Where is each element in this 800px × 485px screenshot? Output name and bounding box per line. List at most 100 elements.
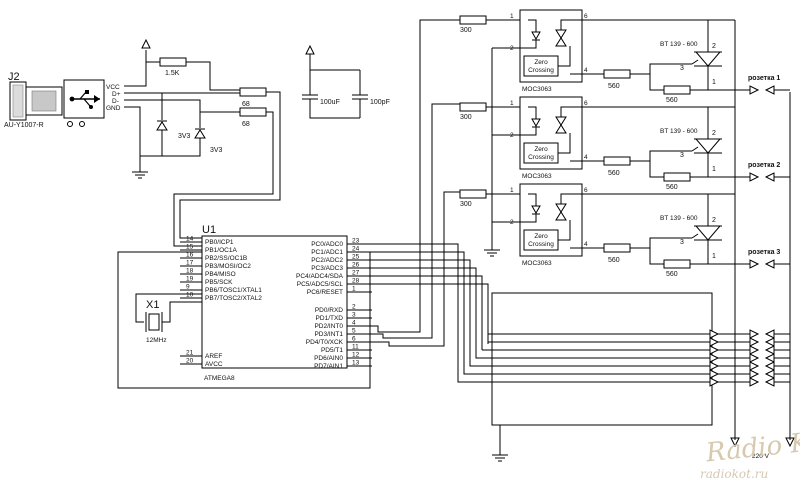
- triac-pin-2: 2: [712, 130, 716, 137]
- mcu-ref: U1: [202, 224, 216, 236]
- resistor-gate-value: 560: [666, 184, 678, 191]
- triac-pin-3: 3: [680, 65, 684, 72]
- mcu-pin-num: 17: [186, 260, 194, 267]
- mcu-pin-num: 23: [352, 238, 360, 245]
- triac-pin-3: 3: [680, 239, 684, 246]
- resistor-output-value: 560: [608, 83, 620, 90]
- led-icon: [531, 118, 541, 128]
- cap-1-value: 100uF: [320, 99, 340, 106]
- opto-pin-4: 4: [584, 154, 588, 161]
- mcu-pin-num: 3: [352, 312, 356, 319]
- resistor-dplus: [239, 87, 267, 97]
- triac-part: BT 139 - 600: [660, 128, 698, 135]
- mcu-pin-name: PB2/SS/OC1B: [205, 255, 247, 262]
- led-icon: [531, 31, 541, 41]
- mcu-pin-num: 24: [352, 246, 360, 253]
- zener-1-value: 3V3: [178, 133, 191, 140]
- mcu-pin-num: 25: [352, 254, 360, 261]
- output-arrow-icon: [709, 345, 720, 355]
- opto-pin-6: 6: [584, 13, 588, 20]
- mcu-pin-name: PD1/TXD: [316, 315, 344, 322]
- resistor-output: [603, 156, 631, 166]
- resistor-gate: [663, 259, 691, 269]
- mcu-pin-name: PB0/ICP1: [205, 239, 234, 246]
- led-icon: [531, 205, 541, 215]
- output-arrow-icon: [709, 353, 720, 363]
- triac-pin-1: 1: [712, 79, 716, 86]
- opto-part: MOC3063: [522, 173, 552, 180]
- mcu-pin-num: 28: [352, 278, 360, 285]
- mcu-pin-num: 14: [186, 236, 194, 243]
- output-arrow-icon: [749, 377, 760, 387]
- mcu-pin-num: 19: [186, 276, 194, 283]
- mcu-pin-num: 11: [352, 344, 359, 351]
- mcu-pin-num: 1: [352, 286, 356, 293]
- triac-icon: [694, 51, 722, 67]
- mcu-pin-num: 18: [186, 268, 194, 275]
- crystal-value: 12MHz: [146, 337, 167, 344]
- output-arrow-icon: [709, 329, 720, 339]
- mcu-pin-name: PD7/AIN1: [314, 363, 343, 370]
- mcu-pin-num: 5: [352, 328, 356, 335]
- watermark-url: radiokot.ru: [700, 467, 768, 481]
- mcu-pin-name: PC5/ADC5/SCL: [297, 281, 344, 288]
- opto-pin-4: 4: [584, 67, 588, 74]
- mcu-pin-name: PC1/ADC1: [311, 249, 343, 256]
- mcu-pin-name: PB4/MISO: [205, 271, 236, 278]
- crystal: X1 12MHz: [135, 293, 202, 344]
- mcu-pin-num: 10: [186, 292, 194, 299]
- resistor-output: [603, 243, 631, 253]
- resistor-gate-value: 560: [666, 271, 678, 278]
- resistor-output-value: 560: [608, 170, 620, 177]
- opto-part: MOC3063: [522, 260, 552, 267]
- zero-crossing-label: Zero: [534, 59, 548, 66]
- mcu-pin-name: PD0/RXD: [315, 307, 343, 314]
- opto-ground-bus: [484, 48, 500, 257]
- output-arrow-icon: [749, 369, 760, 379]
- resistor-pullup-value: 1.5K: [165, 70, 180, 77]
- mcu-pin-num: 2: [352, 304, 356, 311]
- mcu-pin-num: 21: [186, 350, 194, 357]
- triac-pin-2: 2: [712, 43, 716, 50]
- opto-pin-6: 6: [584, 187, 588, 194]
- resistor-dminus-value: 68: [242, 121, 250, 128]
- vcc-arrow-icon: [141, 38, 151, 49]
- mcu-pin-name: PD5/T1: [321, 347, 343, 354]
- resistor-input: [459, 15, 487, 25]
- zero-crossing-label: Crossing: [528, 67, 554, 74]
- opto-pin-1: 1: [510, 187, 514, 194]
- mcu-pin-name: AVCC: [205, 361, 223, 368]
- output-arrow-icon: [709, 377, 720, 387]
- crystal-ref: X1: [146, 299, 159, 311]
- resistor-input-value: 300: [460, 27, 472, 34]
- opto-pin-4: 4: [584, 241, 588, 248]
- triac-pin-3: 3: [680, 152, 684, 159]
- usb-part: AU-Y1007-R: [4, 122, 44, 129]
- mcu-pin-num: 16: [186, 252, 194, 259]
- triac-pin-1: 1: [712, 253, 716, 260]
- zero-crossing-label: Zero: [534, 233, 548, 240]
- output-arrow-icon: [749, 329, 760, 339]
- mcu-pin-num: 13: [352, 360, 360, 367]
- resistor-output: [603, 69, 631, 79]
- output-arrow-icon: [749, 345, 760, 355]
- mcu-pin-num: 6: [352, 336, 356, 343]
- usb-icon: [69, 90, 100, 109]
- output-arrow-icon: [709, 361, 720, 371]
- output-arrow-icon: [749, 361, 760, 371]
- usb-pin-gnd: GND: [106, 105, 121, 112]
- usb-ref: J2: [8, 71, 20, 83]
- mcu-pin-name: PB1/OC1A: [205, 247, 237, 254]
- zero-crossing-label: Crossing: [528, 154, 554, 161]
- opto-pin-6: 6: [584, 100, 588, 107]
- triac-icon: [694, 138, 722, 154]
- resistor-input-value: 300: [460, 114, 472, 121]
- resistor-gate: [663, 172, 691, 182]
- output-arrow-icon: [709, 369, 720, 379]
- outlet-arrow-icon: [749, 85, 760, 95]
- output-arrow-icon: [749, 353, 760, 363]
